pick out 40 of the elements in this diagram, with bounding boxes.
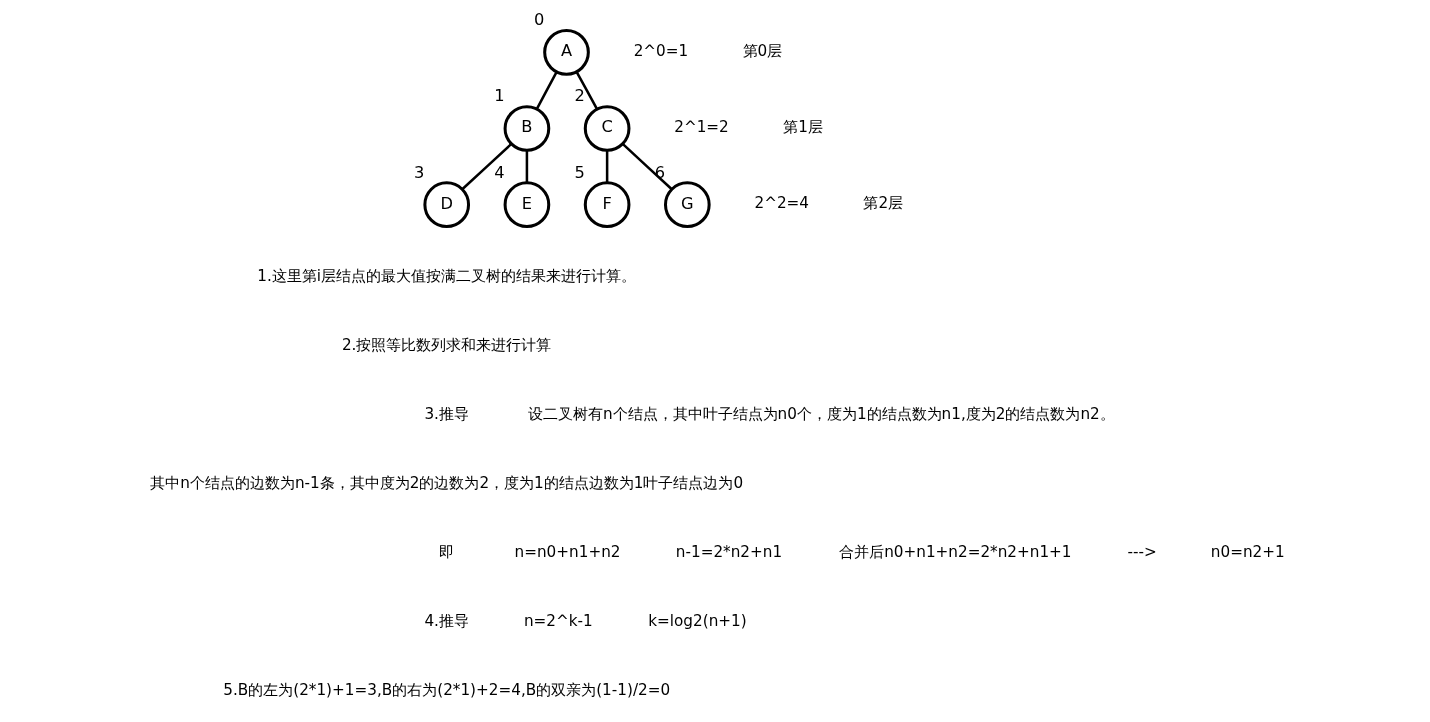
label: n=n0+n1+n2 xyxy=(514,542,620,561)
label: n=2^k-1 xyxy=(523,611,593,630)
label: n0=n2+1 xyxy=(1210,542,1285,561)
node-circle: A xyxy=(542,29,590,76)
connector xyxy=(605,150,608,183)
label: 2^0=1 xyxy=(633,41,688,60)
label: k=log2(n+1) xyxy=(647,611,747,630)
label: 第2层 xyxy=(862,194,903,213)
label: 5.B的左为(2*1)+1=3,B的右为(2*1)+2=4,B的双亲为(1-1)/2=0 xyxy=(222,681,670,700)
node-label: 5 xyxy=(574,162,585,182)
node-circle: E xyxy=(503,181,550,228)
label: 2^1=2 xyxy=(673,118,729,137)
label: 第1层 xyxy=(782,118,823,137)
label: 设二叉树有n个结点，其中叶子结点为n0个，度为1的结点数为n1,度为2的结点数为n2。 xyxy=(527,404,1115,423)
label: 1.这里第i层结点的最大值按满二叉树的结果来进行计算。 xyxy=(256,266,636,285)
connector xyxy=(460,143,512,191)
label: 4.推导 xyxy=(423,611,469,630)
node-label: 0 xyxy=(533,10,544,30)
connector xyxy=(621,143,673,191)
node-circle: D xyxy=(422,181,470,228)
label: ---> xyxy=(1127,542,1157,561)
connector xyxy=(575,71,598,110)
label: 第0层 xyxy=(742,41,782,60)
node-circle: F xyxy=(583,181,630,228)
node-label: 1 xyxy=(493,86,505,106)
node-circle: C xyxy=(583,105,630,152)
node-label: 3 xyxy=(413,162,424,182)
node-circle: B xyxy=(503,105,550,152)
label: n-1=2*n2+n1 xyxy=(675,542,782,561)
label: 2.按照等比数列求和来进行计算 xyxy=(341,335,551,354)
connector xyxy=(525,150,528,183)
node-circle: G xyxy=(663,181,711,228)
node-label: 4 xyxy=(493,162,505,182)
connector xyxy=(535,71,558,110)
label: 其中n个结点的边数为n-1条，其中度为2的边数为2，度为1的结点边数为1叶子结点边为0 xyxy=(149,473,743,492)
node-label: 2 xyxy=(574,86,585,106)
label: 即 xyxy=(438,542,454,561)
label: 3.推导 xyxy=(423,404,469,423)
label: 2^2=4 xyxy=(753,194,809,213)
label: 合并后n0+n1+n2=2*n2+n1+1 xyxy=(838,542,1072,561)
